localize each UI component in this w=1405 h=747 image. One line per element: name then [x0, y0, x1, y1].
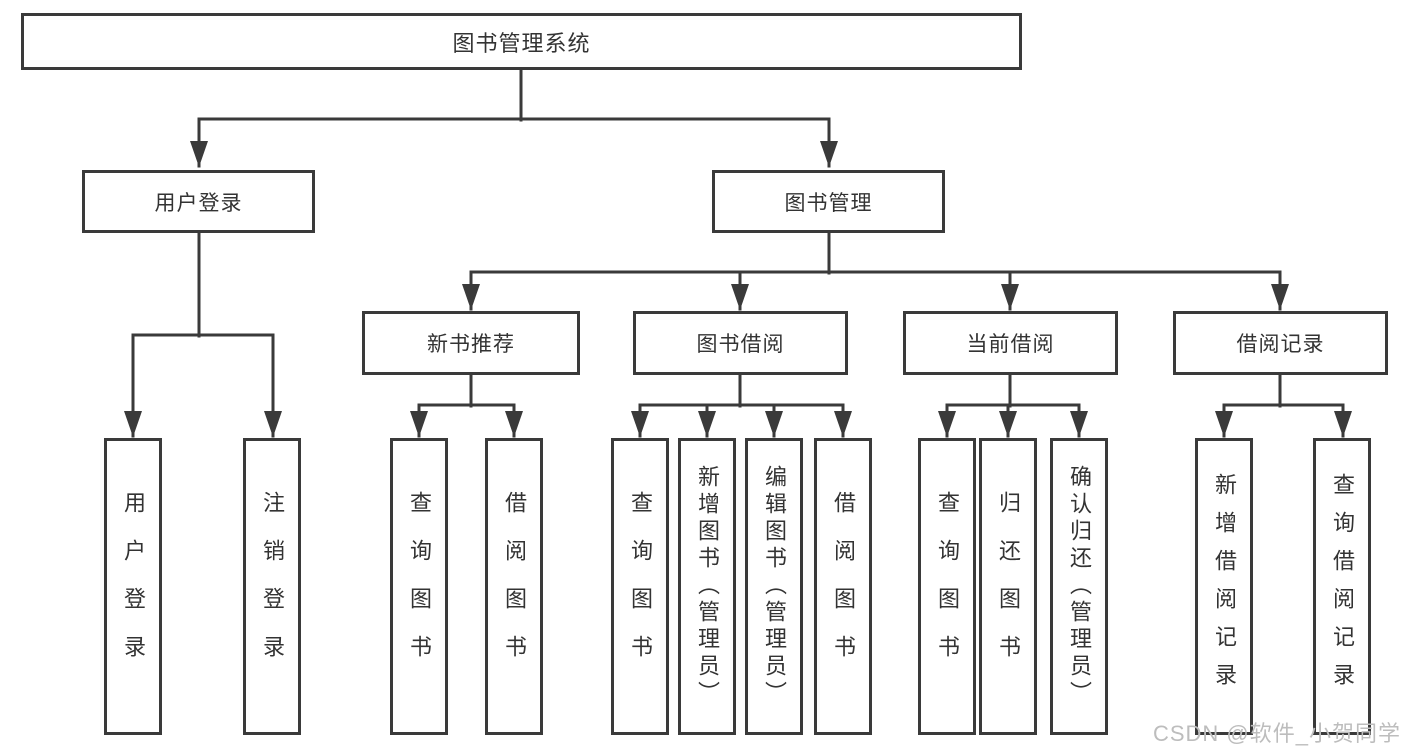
leaf-confirm-return-admin-label: 确认归还（管理员）: [1067, 465, 1092, 708]
leaf-edit-book-admin: 编辑图书（管理员）: [745, 438, 803, 735]
leaf-add-borrow-record-label: 新增借阅记录: [1212, 472, 1237, 701]
leaf-query-book-2-label: 查询图书: [628, 490, 653, 683]
node-user-login: 用户登录: [82, 170, 315, 233]
node-library-system: 图书管理系统: [21, 13, 1022, 70]
leaf-return-book-label: 归还图书: [996, 490, 1021, 683]
leaf-confirm-return-admin: 确认归还（管理员）: [1050, 438, 1108, 735]
node-book-management: 图书管理: [712, 170, 945, 233]
leaf-query-book-2: 查询图书: [611, 438, 669, 735]
leaf-query-borrow-record: 查询借阅记录: [1313, 438, 1371, 735]
leaf-add-book-admin-label: 新增图书（管理员）: [695, 465, 720, 708]
leaf-borrow-book-1: 借阅图书: [485, 438, 543, 735]
leaf-query-book-3-label: 查询图书: [935, 490, 960, 683]
leaf-edit-book-admin-label: 编辑图书（管理员）: [762, 465, 787, 708]
leaf-borrow-book-2-label: 借阅图书: [831, 490, 856, 683]
leaf-add-borrow-record: 新增借阅记录: [1195, 438, 1253, 735]
leaf-return-book: 归还图书: [979, 438, 1037, 735]
leaf-logout-login-label: 注销登录: [260, 490, 285, 683]
leaf-borrow-book-2: 借阅图书: [814, 438, 872, 735]
node-user-login-label: 用户登录: [154, 191, 243, 215]
leaf-logout-login: 注销登录: [243, 438, 301, 735]
leaf-user-login: 用户登录: [104, 438, 162, 735]
node-current-borrow: 当前借阅: [903, 311, 1118, 375]
leaf-borrow-book-1-label: 借阅图书: [502, 490, 527, 683]
node-current-borrow-label: 当前借阅: [966, 333, 1055, 356]
leaf-query-book-1: 查询图书: [390, 438, 448, 735]
node-library-system-label: 图书管理系统: [452, 30, 591, 56]
node-borrow-records-label: 借阅记录: [1236, 333, 1325, 356]
leaf-user-login-label: 用户登录: [121, 490, 146, 683]
csdn-watermark: CSDN @软件_小贺同学: [1152, 721, 1401, 746]
leaf-query-book-3: 查询图书: [918, 438, 976, 735]
leaf-add-book-admin: 新增图书（管理员）: [678, 438, 736, 735]
leaf-query-borrow-record-label: 查询借阅记录: [1330, 472, 1355, 701]
node-book-management-label: 图书管理: [784, 191, 873, 215]
node-book-borrow: 图书借阅: [633, 311, 848, 375]
leaf-query-book-1-label: 查询图书: [407, 490, 432, 683]
node-book-borrow-label: 图书借阅: [696, 333, 785, 356]
node-new-book-recommend-label: 新书推荐: [427, 333, 515, 356]
node-borrow-records: 借阅记录: [1173, 311, 1388, 375]
node-new-book-recommend: 新书推荐: [362, 311, 580, 375]
